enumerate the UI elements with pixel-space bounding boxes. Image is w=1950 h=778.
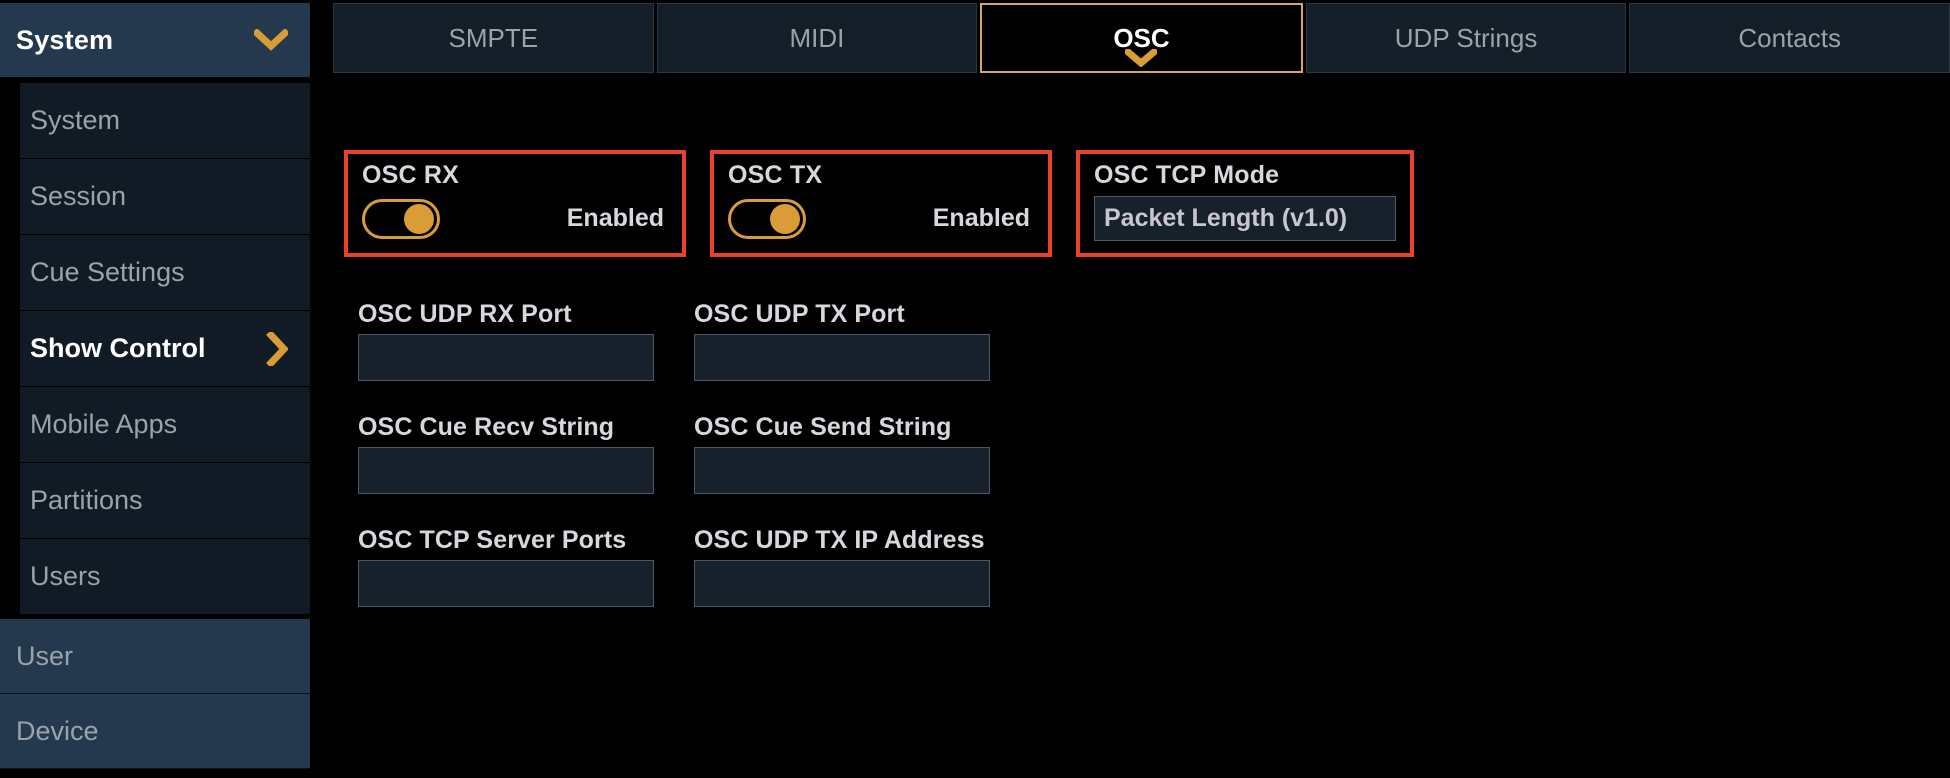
field-osc-udp-rx-port: OSC UDP RX Port [358, 300, 654, 381]
sidebar-item-users[interactable]: Users [20, 539, 310, 615]
osc-udp-tx-port-input[interactable] [694, 334, 990, 381]
panel-osc-rx: OSC RX Enabled [348, 154, 682, 253]
panel-osc-tcp-mode: OSC TCP Mode Packet Length (v1.0) [1080, 154, 1410, 253]
field-osc-tcp-server-ports: OSC TCP Server Ports [358, 526, 654, 607]
tab-label: Contacts [1738, 22, 1841, 53]
sidebar-bottom-group: User Device [0, 619, 310, 769]
osc-udp-tx-ip-address-input[interactable] [694, 560, 990, 607]
osc-rx-toggle[interactable] [362, 198, 440, 239]
panel-title: OSC RX [362, 161, 460, 189]
tab-label: MIDI [789, 22, 845, 53]
sidebar-item-label: Device [16, 715, 99, 746]
tab-label: OSC [1113, 22, 1170, 53]
field-label: OSC Cue Send String [694, 413, 952, 441]
field-osc-udp-tx-ip-address: OSC UDP TX IP Address [694, 526, 990, 607]
tab-bar: SMPTE MIDI OSC UDP Strings Contacts [333, 3, 1950, 73]
field-osc-udp-tx-port: OSC UDP TX Port [694, 300, 990, 381]
osc-tcp-server-ports-input[interactable] [358, 560, 654, 607]
sidebar-item-cue-settings[interactable]: Cue Settings [20, 235, 310, 311]
sidebar-header-label: System [16, 24, 114, 55]
field-osc-cue-recv-string: OSC Cue Recv String [358, 413, 654, 494]
sidebar-header-system[interactable]: System [0, 3, 310, 77]
osc-udp-rx-port-input[interactable] [358, 334, 654, 381]
chevron-down-icon [1123, 47, 1160, 68]
sidebar-item-label: Users [30, 561, 101, 591]
field-osc-cue-send-string: OSC Cue Send String [694, 413, 990, 494]
sidebar-item-label: Partitions [30, 485, 143, 515]
osc-rx-state-label: Enabled [566, 204, 664, 232]
osc-cue-send-string-input[interactable] [694, 447, 990, 494]
content-panel-osc: OSC RX Enabled OSC TX [333, 85, 1950, 778]
sidebar-item-partitions[interactable]: Partitions [20, 463, 310, 539]
sidebar-item-label: Mobile Apps [30, 409, 178, 439]
field-label: OSC Cue Recv String [358, 413, 615, 441]
osc-tcp-mode-select[interactable]: Packet Length (v1.0) [1094, 195, 1396, 241]
sidebar-item-device[interactable]: Device [0, 694, 310, 769]
osc-tx-state-label: Enabled [932, 204, 1030, 232]
tab-midi[interactable]: MIDI [656, 3, 978, 73]
field-label: OSC UDP TX Port [694, 300, 905, 328]
sidebar-item-list: System Session Cue Settings Show Control… [20, 83, 310, 615]
sidebar-item-show-control[interactable]: Show Control [20, 311, 310, 387]
tab-label: UDP Strings [1394, 22, 1538, 53]
field-label: OSC UDP RX Port [358, 300, 572, 328]
osc-form-grid: OSC UDP RX Port OSC UDP TX Port OSC Cue … [358, 300, 990, 607]
tab-label: SMPTE [448, 22, 539, 53]
sidebar-item-label: User [16, 640, 74, 671]
osc-rx-toggle-row: Enabled [362, 198, 668, 239]
tab-udp-strings[interactable]: UDP Strings [1305, 3, 1627, 73]
annotation-box-osc-tx: OSC TX Enabled [710, 150, 1052, 257]
sidebar-item-label: Cue Settings [30, 257, 185, 287]
panel-osc-tx: OSC TX Enabled [714, 154, 1048, 253]
sidebar-item-mobile-apps[interactable]: Mobile Apps [20, 387, 310, 463]
status-panel-row: OSC RX Enabled OSC TX [344, 150, 1414, 257]
sidebar-item-label: Session [30, 181, 127, 211]
sidebar-item-label: Show Control [30, 333, 206, 363]
sidebar-item-label: System [30, 105, 121, 135]
sidebar-item-system[interactable]: System [20, 83, 310, 159]
sidebar-item-session[interactable]: Session [20, 159, 310, 235]
tab-osc[interactable]: OSC [980, 3, 1303, 73]
osc-tx-toggle-row: Enabled [728, 198, 1034, 239]
osc-tx-toggle[interactable] [728, 198, 806, 239]
field-label: OSC UDP TX IP Address [694, 526, 985, 554]
annotation-box-osc-rx: OSC RX Enabled [344, 150, 686, 257]
tab-smpte[interactable]: SMPTE [333, 3, 654, 73]
panel-title: OSC TX [728, 161, 823, 189]
osc-tcp-mode-value: Packet Length (v1.0) [1104, 203, 1348, 232]
field-label: OSC TCP Server Ports [358, 526, 627, 554]
panel-title: OSC TCP Mode [1094, 161, 1280, 189]
tab-contacts[interactable]: Contacts [1629, 3, 1950, 73]
sidebar-item-user[interactable]: User [0, 619, 310, 694]
sidebar: System System Session Cue Settings Show … [0, 0, 310, 778]
chevron-right-icon [266, 331, 288, 366]
chevron-down-icon [254, 29, 288, 51]
toggle-knob [770, 203, 800, 234]
toggle-knob [404, 203, 434, 234]
osc-cue-recv-string-input[interactable] [358, 447, 654, 494]
annotation-box-osc-tcp-mode: OSC TCP Mode Packet Length (v1.0) [1076, 150, 1414, 257]
